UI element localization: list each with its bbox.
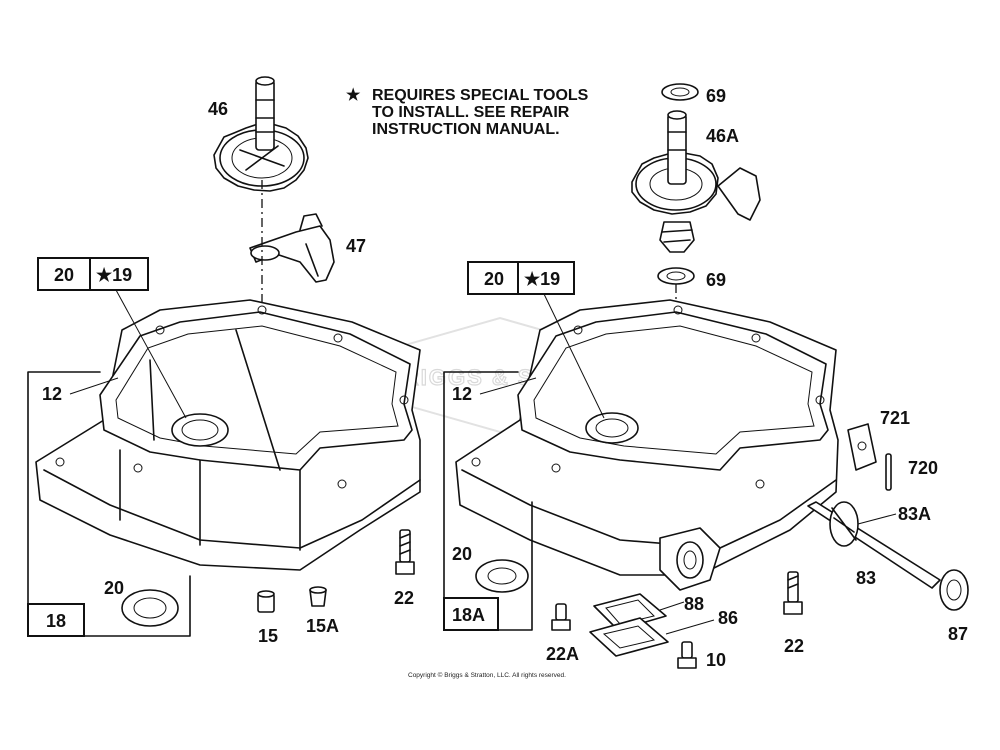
label-20-box-right: 20 [484, 269, 504, 289]
label-46a: 46A [706, 126, 739, 146]
box-18a [443, 597, 499, 631]
screw-10 [677, 641, 697, 669]
bolt-22-left [395, 529, 415, 575]
label-87: 87 [948, 624, 968, 644]
camshaft-46 [213, 76, 309, 192]
label-720: 720 [908, 458, 938, 478]
label-69-mid: 69 [706, 270, 726, 290]
label-18: 18 [46, 611, 66, 631]
label-20-left: 20 [104, 578, 124, 598]
label-69-top: 69 [706, 86, 726, 106]
plate-721 [847, 423, 877, 471]
note-line-2: TO INSTALL. SEE REPAIR [372, 104, 570, 121]
label-20-box-left: 20 [54, 265, 74, 285]
label-20-right: 20 [452, 544, 472, 564]
pin-720 [885, 453, 892, 491]
governor-47 [249, 213, 335, 283]
sump-base-left [35, 299, 421, 571]
label-12-left: 12 [42, 384, 62, 404]
note-line-3: INSTRUCTION MANUAL. [372, 121, 560, 138]
label-83: 83 [856, 568, 876, 588]
label-12-right: 12 [452, 384, 472, 404]
copyright-text: Copyright © Briggs & Stratton, LLC. All … [408, 671, 566, 679]
leader-88 [659, 601, 685, 611]
label-18a: 18A [452, 605, 485, 625]
note-star: ★ [346, 87, 361, 104]
label-88: 88 [684, 594, 704, 614]
label-721: 721 [880, 408, 910, 428]
cover-88 [593, 593, 667, 631]
leader-12-right [479, 377, 537, 395]
label-46: 46 [208, 99, 228, 119]
box-18 [27, 603, 85, 637]
note-line-1: REQUIRES SPECIAL TOOLS [372, 87, 589, 104]
washer-69-mid [657, 267, 695, 285]
label-86: 86 [718, 608, 738, 628]
screw-22a [551, 603, 571, 631]
leader-83a [857, 513, 897, 525]
seal-20-left [121, 589, 179, 627]
sump-base-right [455, 299, 839, 591]
label-15: 15 [258, 626, 278, 646]
label-47: 47 [346, 236, 366, 256]
gasket-86 [589, 617, 669, 657]
leader-86 [665, 619, 715, 635]
label-22a: 22A [546, 644, 579, 664]
plug-15a [309, 586, 327, 607]
label-22-left: 22 [394, 588, 414, 608]
label-22-right: 22 [784, 636, 804, 656]
label-19-box-left: ★19 [96, 265, 132, 285]
bolt-22-right [783, 571, 803, 615]
plug-15 [257, 590, 275, 613]
leader-12-left [69, 377, 119, 395]
box-19-left [89, 257, 149, 291]
box-19-right [517, 261, 575, 295]
special-tools-note: ★ REQUIRES SPECIAL TOOLS TO INSTALL. SEE… [346, 87, 589, 138]
leader-19-left [115, 289, 187, 419]
label-15a: 15A [306, 616, 339, 636]
seal-87 [939, 569, 969, 611]
label-83a: 83A [898, 504, 931, 524]
washer-69-top [661, 83, 699, 101]
box-20-left [37, 257, 91, 291]
camshaft-46a [631, 110, 761, 253]
leader-19-right [543, 293, 605, 419]
label-19-box-right: ★19 [524, 269, 560, 289]
label-10: 10 [706, 650, 726, 670]
seal-20-right [475, 559, 529, 593]
